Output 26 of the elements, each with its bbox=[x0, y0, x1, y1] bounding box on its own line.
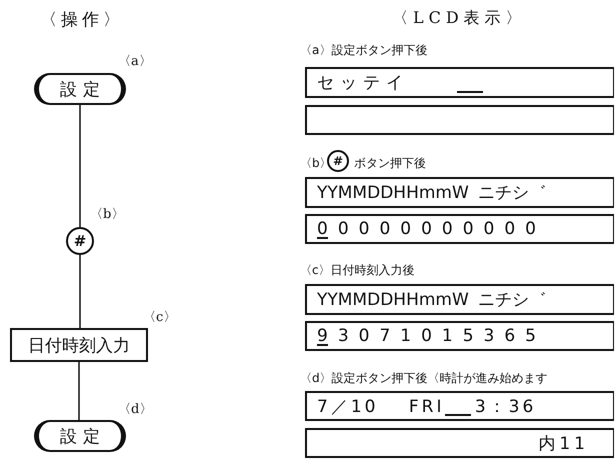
step-marker: 〈a〉 bbox=[118, 53, 152, 70]
setting-button: 設定 bbox=[34, 420, 126, 452]
process-box: 日付時刻入力 bbox=[10, 328, 148, 362]
connector-line bbox=[79, 105, 81, 227]
step-marker: 〈b〉 bbox=[90, 206, 124, 223]
lcd-row: 内11 bbox=[305, 428, 614, 458]
lcd-row: YYMMDDHHmmW ニチシ゛ bbox=[305, 284, 614, 315]
step-caption: 〈d〉設定ボタン押下後〈時計が進み始めます bbox=[300, 370, 548, 387]
lcd-row: 93071015365 bbox=[305, 321, 614, 351]
lcd-row: 00000000000 bbox=[305, 214, 614, 244]
lcd-row: 7／10 FRI 3：36 bbox=[305, 391, 614, 421]
step-caption: 〈a〉設定ボタン押下後 bbox=[300, 42, 428, 59]
hash-key: # bbox=[66, 227, 94, 255]
step-caption: ボタン押下後 bbox=[354, 155, 426, 172]
lcd-row: セッテイ bbox=[305, 67, 614, 98]
setting-button: 設定 bbox=[34, 73, 126, 105]
hash-key-icon: # bbox=[327, 150, 349, 172]
lcd-row bbox=[305, 105, 614, 135]
section-heading: 〈操作〉 bbox=[40, 9, 124, 31]
connector-line bbox=[78, 362, 80, 420]
step-marker: 〈d〉 bbox=[118, 401, 152, 418]
step-marker: 〈c〉 bbox=[143, 309, 176, 326]
step-caption: 〈c〉日付時刻入力後 bbox=[300, 262, 415, 279]
section-heading: 〈LCD表示〉 bbox=[392, 8, 527, 29]
lcd-row: YYMMDDHHmmW ニチシ゛ bbox=[305, 177, 614, 208]
connector-line bbox=[79, 255, 81, 328]
